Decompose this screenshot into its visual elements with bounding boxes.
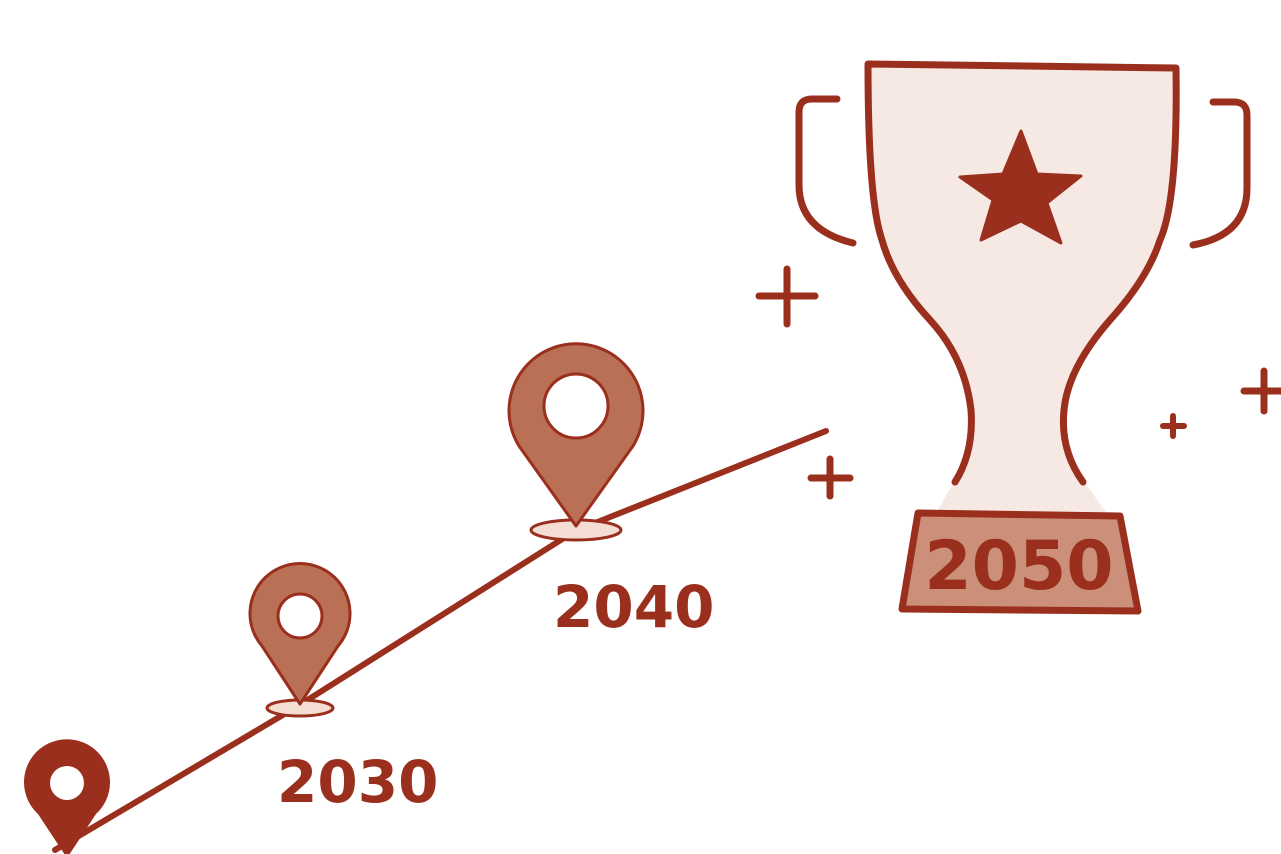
- sparkle-plus-icon: [807, 455, 854, 500]
- map-pin-icon-2040: [507, 342, 645, 542]
- milestone-year-2040: 2040: [553, 573, 714, 641]
- trophy-icon: 2050: [795, 60, 1251, 615]
- star-icon: [958, 129, 1083, 245]
- sparkle-plus-icon: [1240, 367, 1281, 415]
- trophy-year-2050: 2050: [924, 527, 1113, 606]
- map-pin-icon-start: [24, 739, 110, 854]
- timeline-line: [52, 428, 829, 853]
- milestone-year-2030: 2030: [277, 748, 438, 816]
- sparkle-plus-icon: [755, 265, 819, 328]
- trophy-base: [898, 509, 1142, 615]
- sparkle-plus-icon: [1160, 413, 1187, 439]
- map-pin-icon-2030: [248, 562, 352, 718]
